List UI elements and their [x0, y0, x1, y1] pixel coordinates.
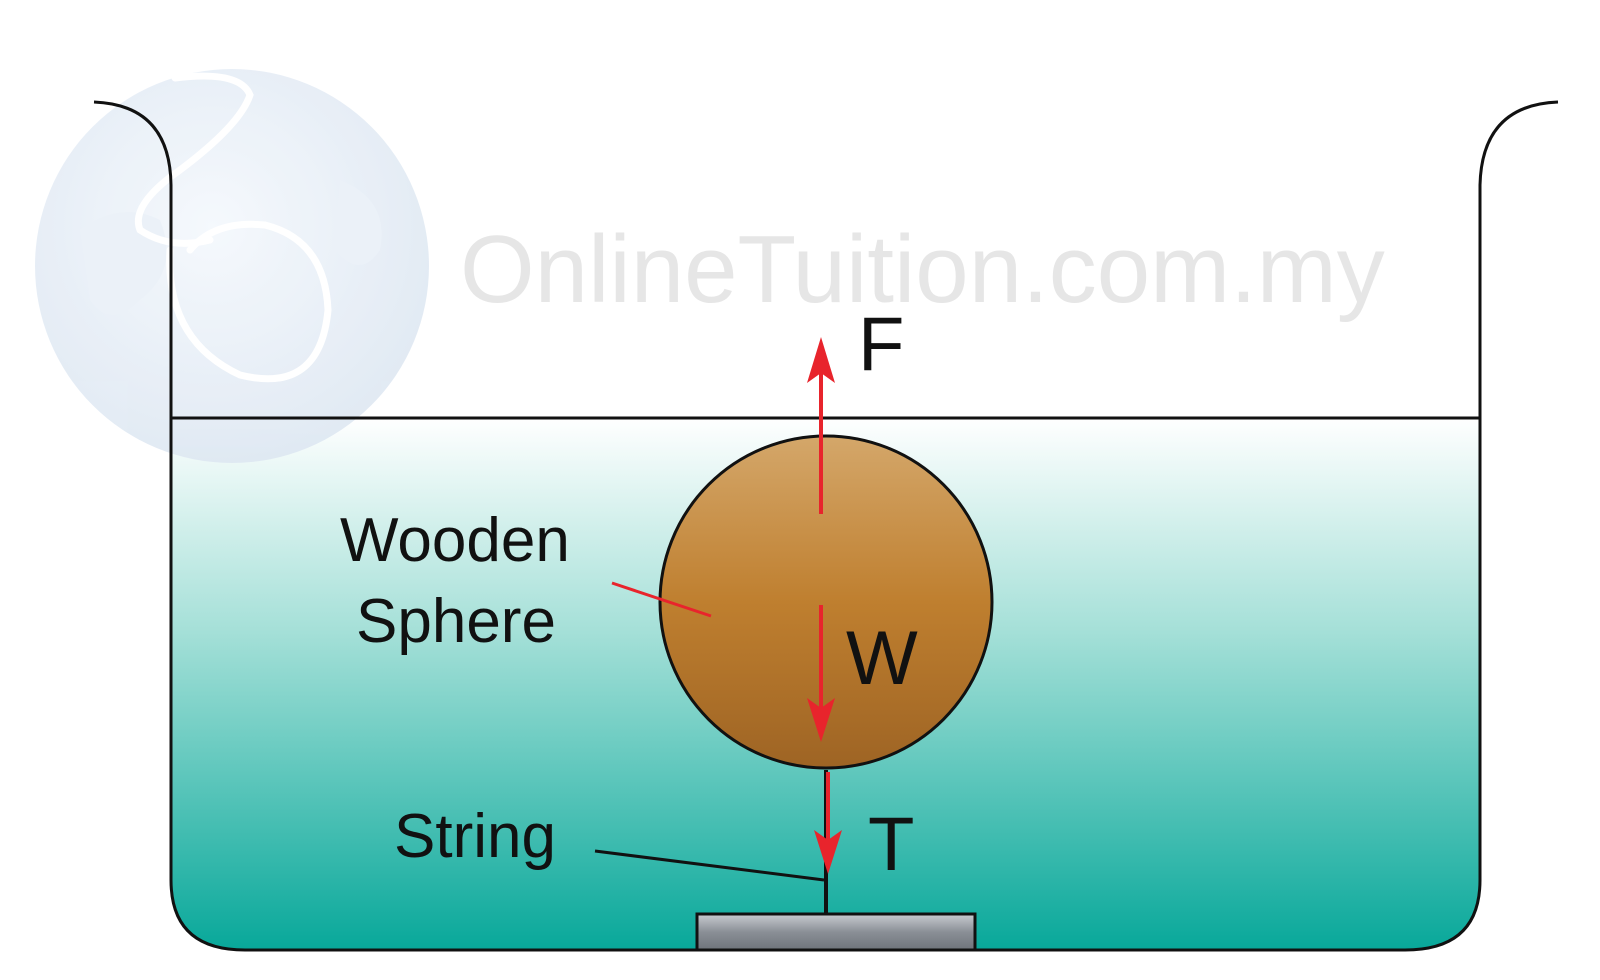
string-leader-line — [594, 849, 825, 882]
force-arrow-t — [814, 772, 842, 874]
force-label-t: T — [868, 802, 914, 887]
force-arrow-f — [807, 337, 835, 514]
sphere-leader-line — [611, 581, 712, 618]
force-label-f: F — [858, 302, 904, 387]
force-arrow-w — [807, 605, 835, 742]
sphere-label-line1: Wooden — [340, 506, 570, 575]
string-label: String — [394, 802, 556, 871]
force-label-w: W — [846, 616, 918, 701]
anchor-block — [695, 912, 977, 952]
wooden-sphere — [658, 434, 994, 770]
sphere-label-line2: Sphere — [356, 587, 556, 656]
watermark-text: OnlineTuition.com.my — [460, 216, 1385, 323]
globe-icon — [35, 69, 429, 463]
